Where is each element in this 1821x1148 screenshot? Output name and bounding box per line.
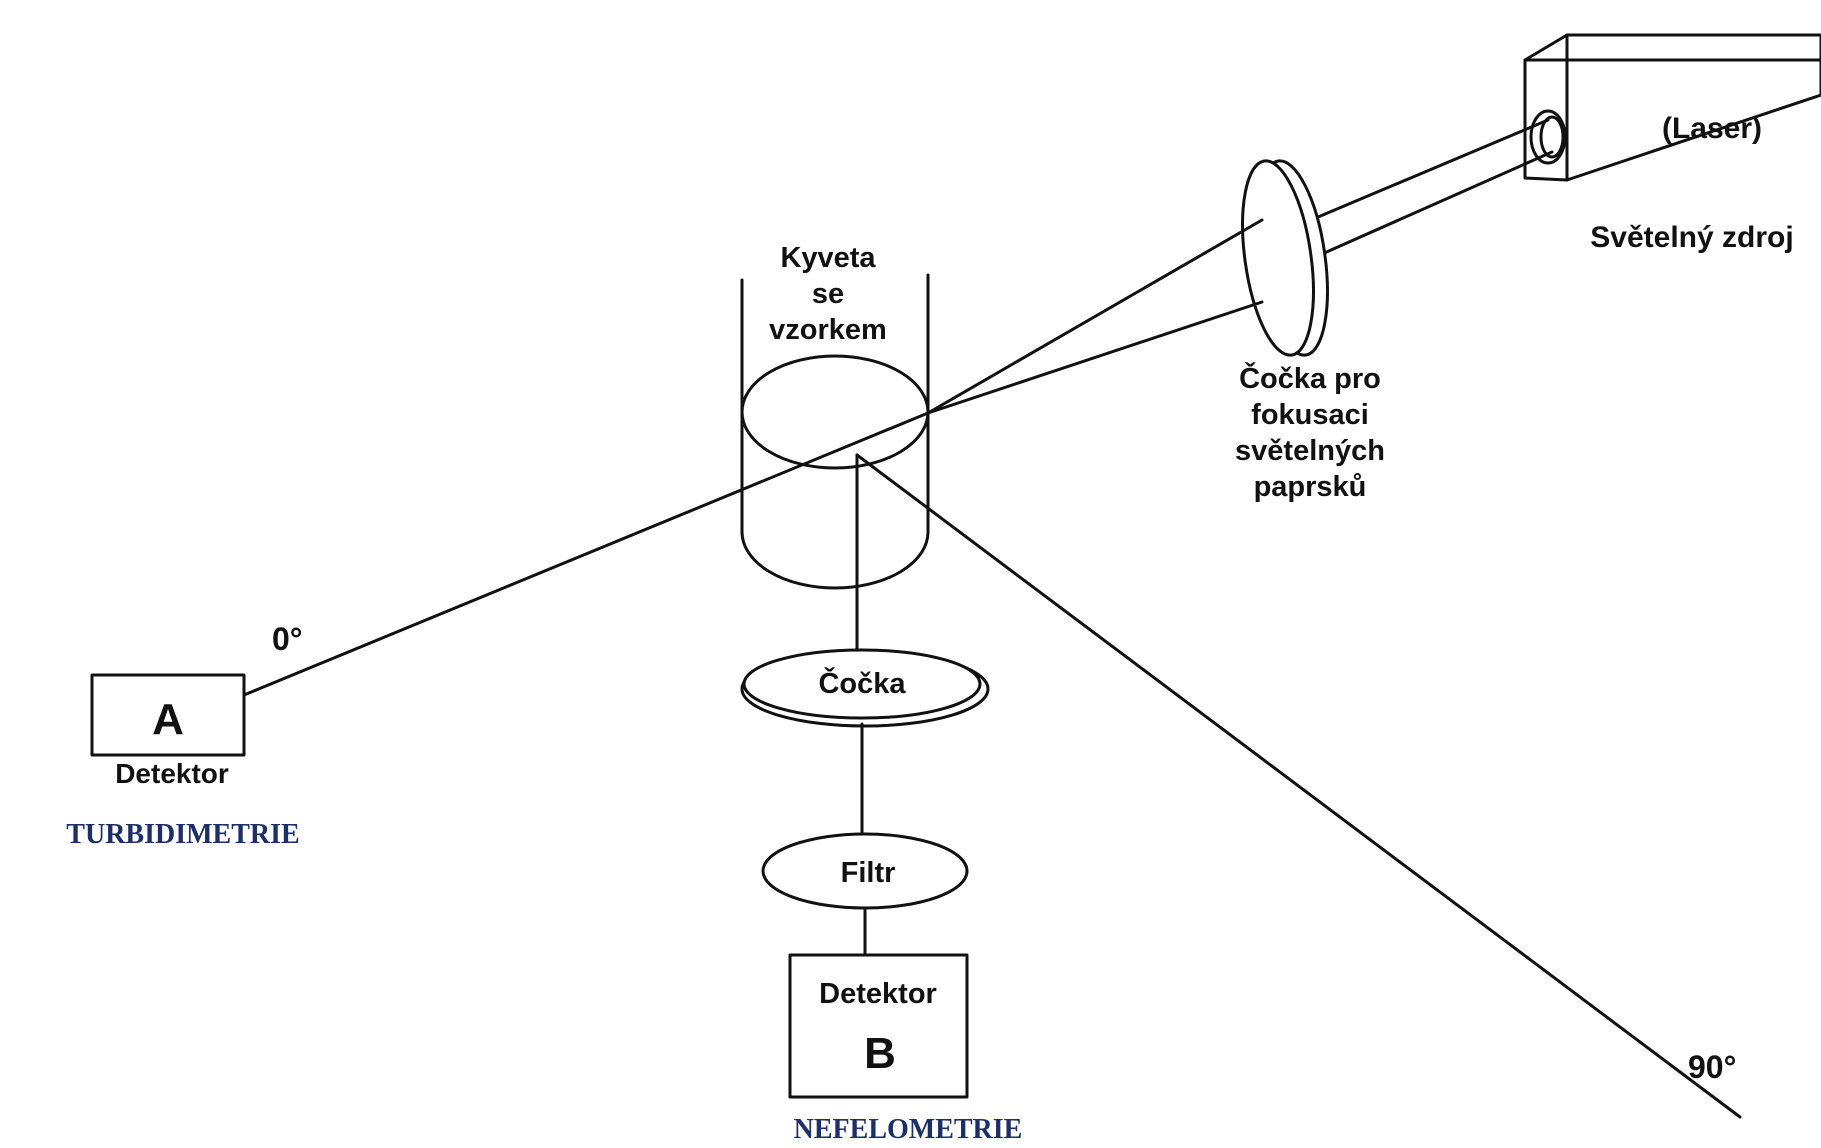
lens-front <box>742 648 982 720</box>
transmitted-beam <box>242 411 930 697</box>
light-source: (Laser) Světelný zdroj <box>1523 33 1821 254</box>
light-source-body <box>1523 33 1821 182</box>
cuvette-bottom <box>740 530 930 590</box>
converging-beam-upper <box>926 218 1264 415</box>
focusing-lens-front <box>1241 159 1315 357</box>
cuvette-liquid-top <box>740 354 930 414</box>
filter: Filtr <box>761 832 969 910</box>
cuvette <box>740 273 930 590</box>
lens-label: Čočka <box>818 666 906 700</box>
turbidimetry-caption: TURBIDIMETRIE <box>66 819 299 850</box>
cuvette-label-3: vzorkem <box>769 314 887 346</box>
cuvette-label-2: se <box>812 278 844 310</box>
nephelometry-caption: NEFELOMETRIE <box>794 1114 1023 1143</box>
scattered-beam-90 <box>855 453 1742 1119</box>
beam-upper <box>1290 118 1550 230</box>
detector-a-letter: A <box>152 695 184 744</box>
cuvette-label-1: Kyveta <box>780 242 876 274</box>
light-source-label: Světelný zdroj <box>1590 221 1793 254</box>
laser-aperture-inner <box>1539 115 1565 159</box>
focusing-lens <box>1241 159 1329 357</box>
laser-label: (Laser) <box>1662 112 1762 145</box>
cuvette-liquid-front <box>740 410 930 470</box>
lens: Čočka <box>740 648 990 728</box>
detector-b-box <box>788 953 969 1099</box>
detector-b-letter: B <box>864 1029 896 1078</box>
focus-lens-label-3: světelných <box>1235 435 1385 467</box>
filter-label: Filtr <box>841 857 896 889</box>
focus-lens-label-4: paprsků <box>1254 471 1367 503</box>
converging-beam-lower <box>926 300 1264 415</box>
angle-0-label: 0° <box>272 621 303 657</box>
focus-lens-label-1: Čočka pro <box>1239 361 1381 395</box>
detector-a-label: Detektor <box>115 758 229 789</box>
focus-lens-label-2: fokusaci <box>1251 399 1369 431</box>
beam-lower <box>1302 150 1554 264</box>
angle-90-label: 90° <box>1688 1049 1736 1085</box>
detector-b-label: Detektor <box>819 978 937 1010</box>
detector-a-box <box>90 673 246 757</box>
